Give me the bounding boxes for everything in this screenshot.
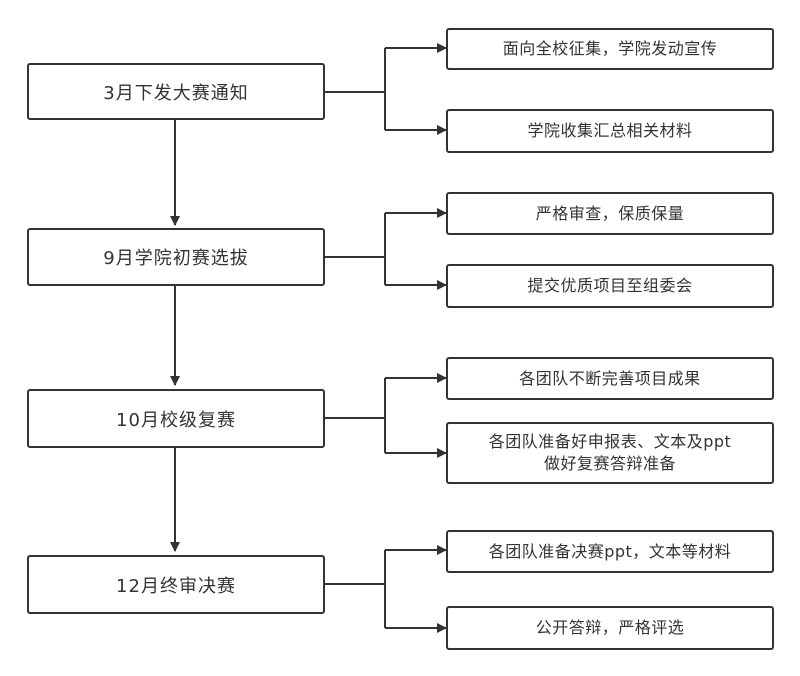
task-text: 公开答辩，严格评选 xyxy=(535,618,685,637)
stage-box-september-prelim: 9月学院初赛选拔 xyxy=(27,228,325,286)
task-box-1-2: 学院收集汇总相关材料 xyxy=(446,109,774,153)
stage-label: 9月学院初赛选拔 xyxy=(103,248,249,269)
stage-box-october-semifinal: 10月校级复赛 xyxy=(27,389,325,448)
stage-label: 3月下发大赛通知 xyxy=(103,82,249,104)
branch-connector-1 xyxy=(324,43,447,135)
task-text-line-2: 做好复赛答辩准备 xyxy=(543,454,676,473)
stage-box-december-final: 12月终审决赛 xyxy=(27,555,325,614)
task-text: 严格审查，保质保量 xyxy=(535,203,685,223)
stage-label: 12月终审决赛 xyxy=(116,575,236,597)
task-box-4-1: 各团队准备决赛ppt，文本等材料 xyxy=(446,530,774,573)
task-box-4-2: 公开答辩，严格评选 xyxy=(446,606,774,650)
task-box-2-2: 提交优质项目至组委会 xyxy=(446,264,774,308)
task-text: 面向全校征集，学院发动宣传 xyxy=(502,39,718,58)
task-box-3-1: 各团队不断完善项目成果 xyxy=(446,357,774,400)
task-box-1-1: 面向全校征集，学院发动宣传 xyxy=(446,28,774,70)
task-box-2-1: 严格审查，保质保量 xyxy=(446,192,774,235)
stage-label: 10月校级复赛 xyxy=(116,409,236,431)
task-text: 各团队准备决赛ppt，文本等材料 xyxy=(488,541,732,561)
branch-connector-2 xyxy=(324,208,447,290)
stage-box-march-notice: 3月下发大赛通知 xyxy=(27,63,325,120)
branch-connector-4 xyxy=(324,545,447,633)
task-text: 提交优质项目至组委会 xyxy=(527,276,693,295)
branch-connector-3 xyxy=(324,373,447,458)
task-text: 学院收集汇总相关材料 xyxy=(527,121,693,140)
task-box-3-2: 各团队准备好申报表、文本及ppt 做好复赛答辩准备 xyxy=(446,422,774,484)
task-text: 各团队不断完善项目成果 xyxy=(519,368,701,388)
task-text-line-1: 各团队准备好申报表、文本及ppt xyxy=(488,432,732,451)
